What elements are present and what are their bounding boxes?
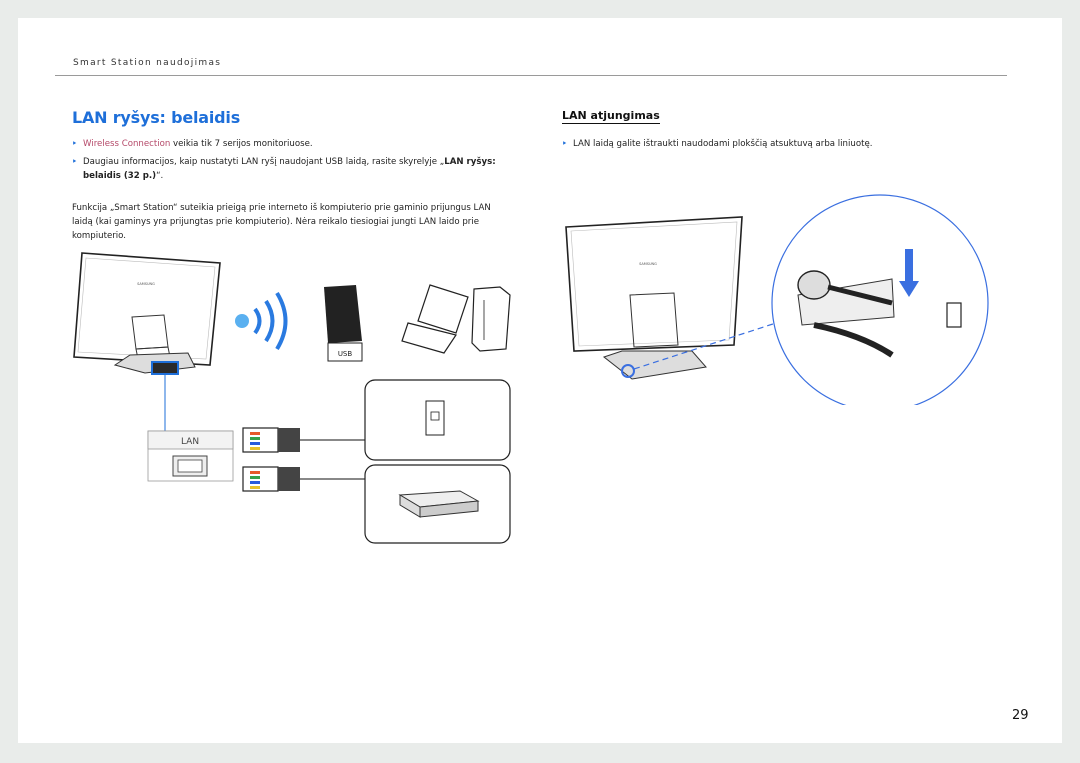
section-header: Smart Station naudojimas: [73, 58, 222, 68]
bullet-end: “.: [156, 171, 164, 181]
bullet-text: veikia tik 7 serijos monitoriuose.: [170, 139, 313, 149]
wireless-signal-icon: [235, 291, 288, 351]
desktop-tower-illustration: [471, 286, 511, 352]
monitor-illustration: SAMSUNG: [565, 216, 743, 380]
lan-port-label: LAN: [181, 437, 199, 447]
network-switch-box: [364, 464, 511, 544]
lan-connection-diagram: SAMSUNG LAN: [73, 252, 511, 544]
monitor-brand: SAMSUNG: [639, 262, 657, 266]
wall-jack-box: [364, 379, 511, 461]
lan-cable-connector-1: [242, 427, 365, 453]
wireless-connection-link[interactable]: Wireless Connection: [83, 139, 171, 149]
section-title-lan-disconnect: LAN atjungimas: [562, 109, 660, 124]
zoom-circle-detail: [771, 194, 989, 405]
monitor-illustration: SAMSUNG: [73, 252, 221, 375]
bullet-wireless: ‣ Wireless Connection veikia tik 7 serij…: [72, 137, 513, 151]
usb-label: USB: [338, 350, 353, 358]
lan-cable-connector-2: [242, 466, 365, 492]
lan-port-panel: LAN: [147, 430, 234, 482]
lan-disconnect-diagram: SAMSUNG: [565, 194, 989, 405]
bullet-disconnect: ‣ LAN laidą galite ištraukti naudodami p…: [562, 137, 993, 151]
bullet-text: Daugiau informacijos, kaip nustatyti LAN…: [83, 157, 445, 167]
bullet-more-info: ‣ Daugiau informacijos, kaip nustatyti L…: [72, 155, 513, 183]
cross-reference-link[interactable]: LAN ryšys: belaidis (32 p.): [83, 157, 496, 181]
usb-wireless-adapter: USB: [324, 285, 363, 362]
bullet-text: LAN laidą galite ištraukti naudodami plo…: [573, 139, 873, 149]
bullet-arrow-icon: ‣: [72, 139, 78, 148]
monitor-brand: SAMSUNG: [137, 282, 155, 286]
page-title: LAN ryšys: belaidis: [72, 108, 241, 127]
page-number: 29: [1012, 708, 1029, 723]
laptop-illustration: [401, 284, 469, 354]
header-divider: [55, 75, 1007, 76]
intro-paragraph: Funkcija „Smart Station“ suteikia prieig…: [72, 203, 491, 241]
bullet-arrow-icon: ‣: [562, 139, 568, 148]
bullet-arrow-icon: ‣: [72, 157, 78, 166]
